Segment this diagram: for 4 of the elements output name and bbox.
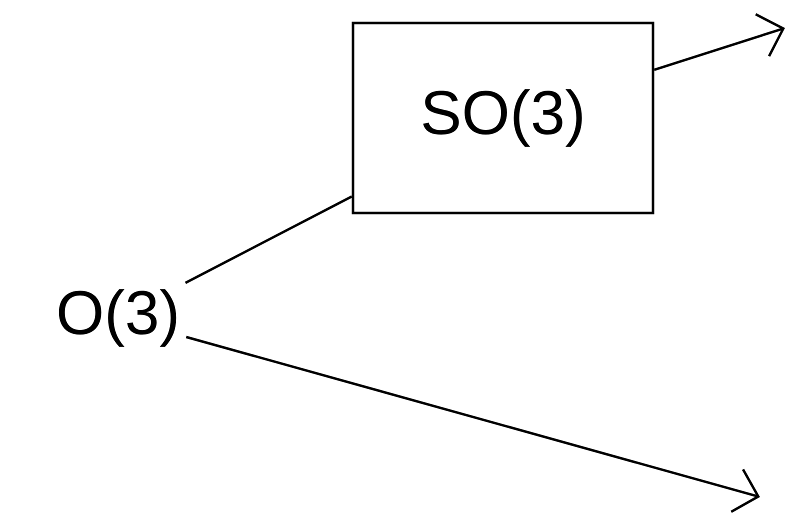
arrow (654, 13, 785, 71)
process-box: SO(3) (352, 22, 654, 214)
label-text: O(3) (58, 289, 176, 347)
arrow (186, 336, 760, 513)
